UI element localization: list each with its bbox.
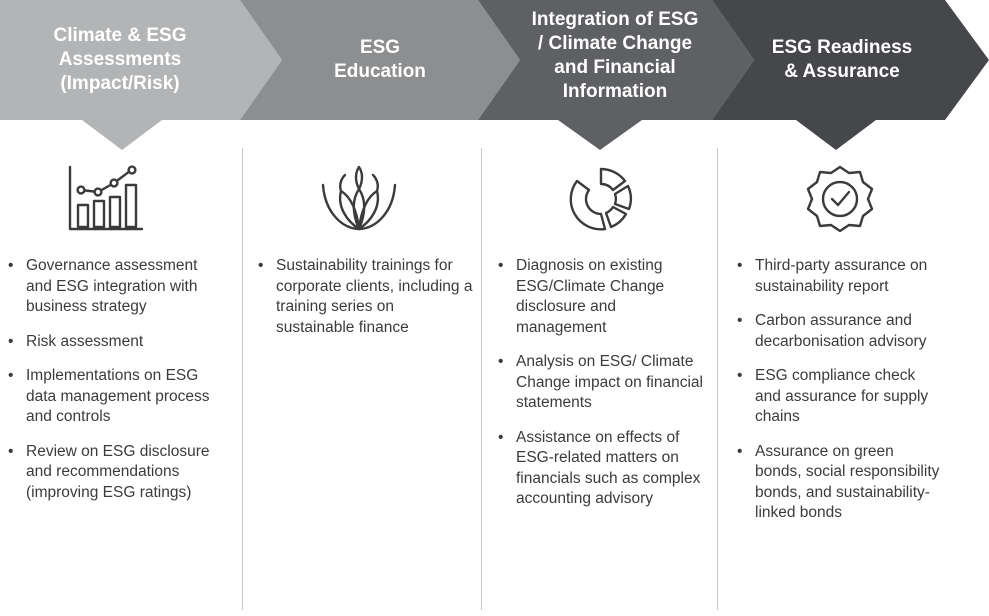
- process-banner: [0, 0, 989, 150]
- stage-3-title-line: Information: [562, 81, 668, 102]
- stage-3-bullets: Diagnosis on existing ESG/Climate Change…: [498, 256, 703, 524]
- list-item: Risk assessment: [8, 332, 220, 353]
- list-item: Third-party assurance on sustainability …: [737, 256, 942, 297]
- list-item: Implementations on ESG data management p…: [8, 366, 220, 428]
- bar-chart-growth-icon: [66, 163, 146, 235]
- stage-1-title: Climate & ESG Assessments (Impact/Risk): [20, 0, 220, 120]
- stage-2-title-line: Education: [334, 61, 426, 82]
- stage-3-chevron: [478, 0, 754, 150]
- list-item: Governance assessment and ESG integratio…: [8, 256, 220, 318]
- list-item: Carbon assurance and decarbonisation adv…: [737, 311, 942, 352]
- stage-4-bullets: Third-party assurance on sustainability …: [737, 256, 942, 538]
- stage-4-title-line: & Assurance: [784, 61, 900, 82]
- stage-2-bullets: Sustainability trainings for corporate c…: [258, 256, 473, 352]
- list-item: Assurance on green bonds, social respons…: [737, 442, 942, 524]
- stage-2-title-line: ESG: [359, 37, 401, 58]
- column-divider: [242, 148, 243, 610]
- list-item: Diagnosis on existing ESG/Climate Change…: [498, 256, 703, 338]
- list-item: Analysis on ESG/ Climate Change impact o…: [498, 352, 703, 414]
- list-item: Review on ESG disclosure and recommendat…: [8, 442, 220, 504]
- segmented-donut-icon: [561, 163, 641, 235]
- stage-3-title-line: Integration of ESG: [531, 9, 699, 30]
- verified-badge-icon: [800, 163, 880, 235]
- stage-4-chevron: [712, 0, 989, 150]
- list-item: Assistance on effects of ESG-related mat…: [498, 428, 703, 510]
- list-item: Sustainability trainings for corporate c…: [258, 256, 473, 338]
- stage-1-title-line: (Impact/Risk): [60, 73, 180, 94]
- column-divider: [717, 148, 718, 610]
- chevron-arrows: [0, 0, 989, 150]
- stage-1-title-line: Climate & ESG: [53, 25, 187, 46]
- stage-1-chevron: [0, 0, 282, 150]
- stage-2-title: ESG Education: [290, 0, 470, 120]
- stage-2-chevron: [240, 0, 520, 120]
- stage-3-title-line: / Climate Change: [537, 33, 693, 54]
- stage-3-title-line: and Financial: [554, 57, 676, 78]
- stage-4-title: ESG Readiness & Assurance: [752, 0, 932, 120]
- stage-1-bullets: Governance assessment and ESG integratio…: [8, 256, 220, 517]
- column-divider: [481, 148, 482, 610]
- stage-3-title: Integration of ESG / Climate Change and …: [510, 0, 720, 116]
- list-item: ESG compliance check and assurance for s…: [737, 366, 942, 428]
- sprouting-plant-icon: [319, 163, 399, 235]
- stage-4-title-line: ESG Readiness: [771, 37, 913, 58]
- stage-1-title-line: Assessments: [58, 49, 182, 70]
